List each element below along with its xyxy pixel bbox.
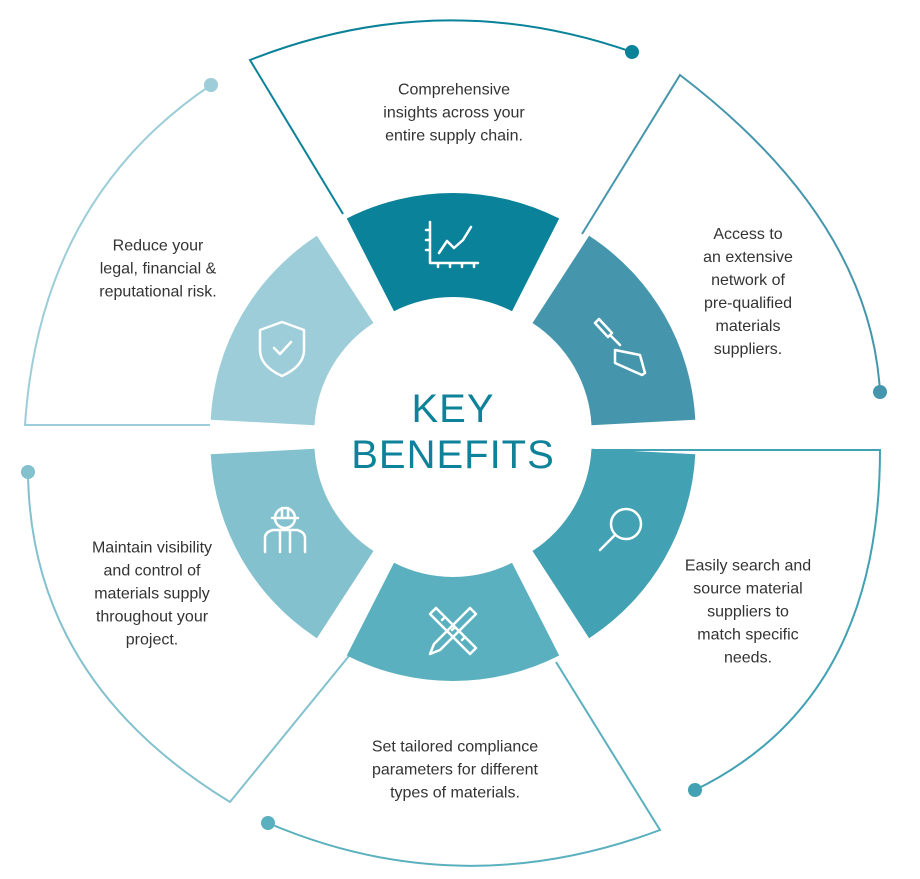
benefit-text-compliance: Set tailored compliance parameters for d… [371, 738, 539, 802]
trowel-icon [593, 317, 647, 377]
ring-segment-top-right [532, 235, 696, 426]
petal-dot-bottom-left [21, 465, 35, 479]
ruler-pencil-icon [428, 606, 478, 656]
worker-icon [263, 506, 307, 554]
petal-outline-top [248, 19, 633, 215]
petal-dot-bottom-right [688, 783, 702, 797]
title-line-2: BENEFITS [351, 433, 555, 477]
shield-check-icon [258, 320, 306, 378]
petal-dot-top-right [873, 385, 887, 399]
petal-outline-bottom-right [594, 449, 882, 791]
benefit-text-search: Easily search and source material suppli… [684, 557, 812, 667]
key-benefits-title: KEY BENEFITS [351, 386, 555, 478]
ring-segment-top [346, 193, 560, 312]
benefit-text-insights: Comprehensive insights across your entir… [383, 81, 525, 145]
title-line-1: KEY [411, 387, 495, 431]
petal-outline-bottom [267, 661, 662, 867]
benefit-text-risk: Reduce your legal, financial & reputatio… [99, 237, 217, 301]
petal-dot-bottom [261, 816, 275, 830]
magnifier-icon [598, 507, 643, 552]
ring-segment-bottom-right [532, 448, 696, 639]
benefit-text-network: Access to an extensive network of pre-qu… [703, 226, 793, 358]
ring-segment-bottom-left [210, 448, 374, 639]
benefit-text-visibility: Maintain visibility and control of mater… [91, 539, 213, 649]
petal-dot-top [625, 45, 639, 59]
petal-outline-top-right [581, 73, 881, 393]
petal-outline-top-left [23, 84, 212, 426]
chart-icon [424, 220, 480, 269]
petal-outline-bottom-left [27, 471, 363, 804]
ring-segment-bottom [346, 562, 560, 681]
ring-segment-top-left [210, 235, 374, 426]
petal-dot-top-left [204, 78, 218, 92]
